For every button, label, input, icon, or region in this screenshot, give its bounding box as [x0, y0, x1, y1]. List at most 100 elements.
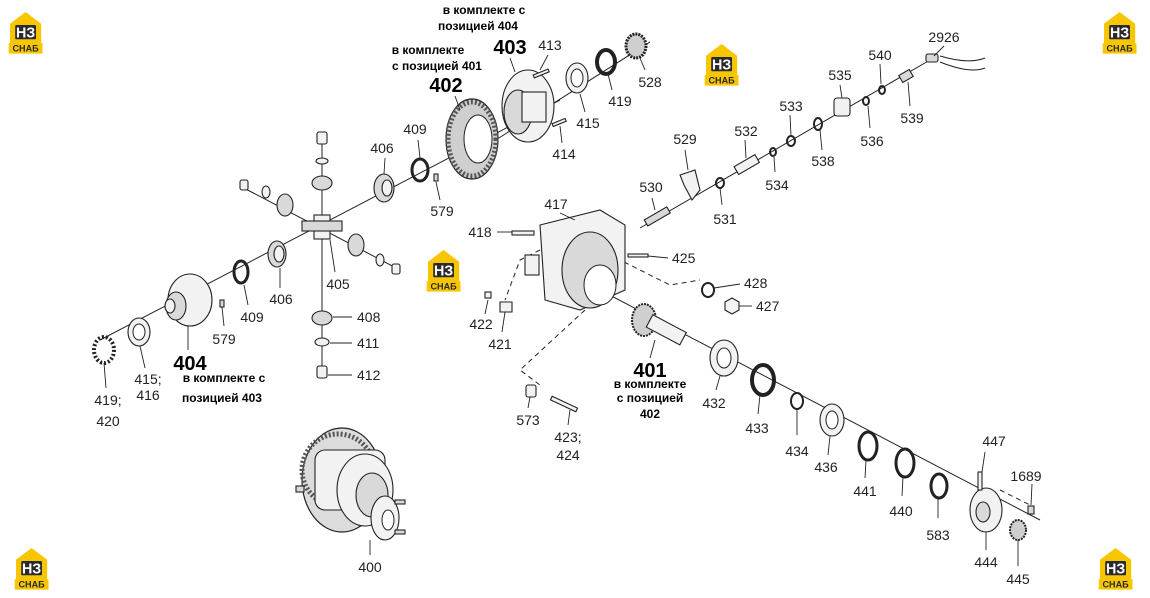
seal-583 — [929, 472, 949, 500]
leader-573 — [527, 396, 531, 409]
leader-540 — [879, 63, 882, 85]
drive-pinion-401 — [631, 303, 688, 346]
callout-535: 535 — [828, 67, 852, 83]
callout-418: 418 — [468, 224, 492, 240]
leader-536 — [867, 105, 871, 129]
actuator-535 — [833, 97, 851, 117]
note-404-line2: позицией 403 — [182, 391, 262, 405]
brand-logo-center: НЗ СНАБ — [426, 250, 461, 292]
leader-419 — [607, 73, 613, 91]
svg-text:НЗ: НЗ — [16, 25, 35, 41]
shim-409-left — [232, 259, 250, 285]
callout-415-416-line1: 415; — [134, 371, 161, 387]
dashed-guide-flange — [999, 489, 1031, 506]
svg-text:СНАБ: СНАБ — [18, 580, 45, 590]
cable-2926 — [939, 61, 986, 71]
ring-534 — [769, 147, 777, 157]
note-404-line1: в комплекте с — [183, 371, 266, 385]
svg-text:СНАБ: СНАБ — [430, 282, 457, 292]
leader-414 — [559, 125, 563, 144]
brand-logo-bottom-right: НЗ СНАБ — [1098, 548, 1133, 590]
shim-441 — [857, 430, 879, 462]
callout-423-424-line2: 424 — [556, 447, 580, 463]
leader-579b — [221, 306, 225, 327]
callout-425: 425 — [672, 250, 696, 266]
spacer-573 — [525, 384, 537, 398]
svg-text:СНАБ: СНАБ — [1102, 580, 1129, 590]
leader-415 — [579, 93, 586, 113]
callout-415: 415 — [576, 115, 600, 131]
leader-409b — [243, 284, 249, 306]
callout-419: 419 — [608, 93, 632, 109]
o-ring-538 — [813, 117, 823, 131]
leader-428 — [713, 283, 741, 289]
dashed-guide-bracket — [504, 249, 541, 301]
callout-404: 404 — [173, 353, 207, 375]
leader-415-416 — [139, 345, 146, 369]
shim-409-right — [410, 157, 430, 183]
callout-432: 432 — [702, 395, 726, 411]
callout-533: 533 — [779, 98, 803, 114]
bracket-421 — [499, 301, 513, 313]
differential-assembly-400 — [295, 427, 406, 541]
svg-text:СНАБ: СНАБ — [708, 76, 735, 86]
washer-540 — [878, 85, 886, 95]
note-402-line1: в комплекте — [392, 43, 465, 57]
leader-530 — [651, 197, 656, 211]
bearing-415-416 — [127, 317, 151, 347]
callout-421: 421 — [488, 336, 512, 352]
bolt-413 — [532, 68, 550, 79]
bearing-cup-419-420 — [92, 335, 116, 365]
leader-432 — [715, 375, 721, 391]
carrier-housing-417 — [524, 209, 626, 311]
callout-402: 402 — [429, 75, 462, 97]
callout-434: 434 — [785, 443, 809, 459]
leader-538 — [819, 129, 823, 151]
callout-2926: 2926 — [928, 29, 959, 45]
washer-536 — [862, 96, 870, 106]
callout-403: 403 — [493, 37, 526, 59]
shim-440 — [894, 447, 916, 479]
bearing-cup-419-right — [595, 48, 617, 76]
leader-425 — [647, 255, 669, 259]
shift-fork-529 — [679, 169, 701, 201]
pin-579-left — [219, 299, 225, 308]
callout-413: 413 — [538, 37, 562, 53]
side-gear-406-right — [373, 173, 395, 203]
leader-409a — [417, 139, 421, 159]
pin-579-right — [433, 173, 439, 182]
callout-540: 540 — [868, 47, 892, 63]
callout-419-420-line1: 419; — [94, 392, 121, 408]
callout-409b: 409 — [240, 309, 264, 325]
leader-419-420 — [103, 362, 107, 389]
differential-housing-404 — [164, 273, 213, 327]
leader-441 — [864, 459, 867, 479]
leader-406a — [383, 157, 386, 175]
ring-434 — [790, 392, 804, 410]
callout-529: 529 — [673, 131, 697, 147]
callout-414: 414 — [552, 146, 576, 162]
leader-1689 — [1030, 483, 1033, 506]
leader-405 — [329, 239, 336, 273]
bearing-528 — [624, 32, 648, 60]
leader-534 — [773, 156, 776, 173]
leader-413 — [539, 54, 549, 71]
callout-534: 534 — [765, 177, 789, 193]
leader-579a — [435, 181, 441, 201]
bearing-415-right — [565, 62, 589, 94]
pinion-gears-406-small — [276, 175, 365, 326]
callout-573: 573 — [516, 412, 540, 428]
flange-444 — [969, 487, 1003, 533]
callout-419-420-line2: 420 — [96, 413, 120, 429]
leader-401 — [649, 339, 656, 359]
leader-417 — [559, 212, 576, 221]
callout-417: 417 — [544, 196, 568, 212]
note-402-line2: с позицией 401 — [392, 59, 482, 73]
brand-logo-top-left: НЗ СНАБ — [8, 12, 43, 54]
note-403-line2: позицией 404 — [438, 19, 518, 33]
note-401-line1: в комплекте — [614, 377, 687, 391]
side-gear-406-left — [267, 240, 287, 268]
o-ring-428 — [701, 282, 715, 298]
brand-logo-top-right: НЗ СНАБ — [1102, 12, 1137, 54]
